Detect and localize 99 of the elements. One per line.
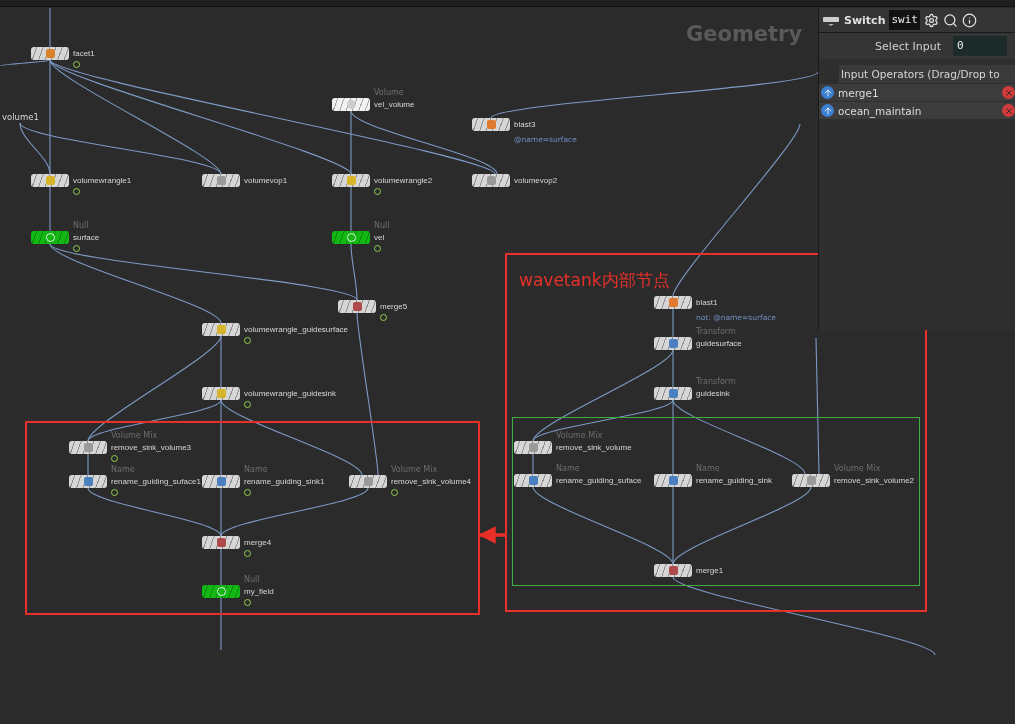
network-node xyxy=(654,327,742,350)
node-name: volumevop2 xyxy=(514,175,558,187)
node-name: volumevop1 xyxy=(244,175,288,187)
wire xyxy=(19,122,51,175)
wire xyxy=(87,487,222,537)
node-name: vel_volume xyxy=(374,99,415,111)
node-name: volumewrangle_guidesink xyxy=(244,388,337,400)
wire xyxy=(49,243,358,301)
wire xyxy=(672,349,674,388)
wire xyxy=(220,548,222,586)
node-name: blast1 xyxy=(696,297,719,309)
node-name: facet1 xyxy=(73,48,95,60)
node-type-title: Switch xyxy=(844,13,886,27)
node-name: remove_sink_volume3 xyxy=(111,442,192,454)
wire xyxy=(87,335,222,442)
wire xyxy=(532,453,534,475)
node-name: remove_sink_volume4 xyxy=(391,476,472,488)
wire xyxy=(532,349,674,442)
wire xyxy=(532,486,674,565)
network-node xyxy=(514,464,642,487)
input-name: ocean_maintain xyxy=(838,104,923,117)
wire xyxy=(49,7,51,48)
node-type-label: Volume Mix xyxy=(556,431,604,441)
node-name-field: swit xyxy=(889,10,920,30)
node-name: merge1 xyxy=(696,565,724,577)
wire xyxy=(672,576,936,656)
node-type-label: Name xyxy=(111,465,136,475)
group-frame xyxy=(512,417,920,586)
node-name: rename_guiding_suface1 xyxy=(111,476,201,488)
node-name: merge4 xyxy=(244,537,272,549)
table-header: Input Operators (Drag/Drop to xyxy=(839,65,1015,83)
node-name: rename_guiding_sink1 xyxy=(244,476,325,488)
wire xyxy=(19,122,222,175)
network-node xyxy=(654,464,773,487)
wire xyxy=(350,110,352,175)
node-name: guidesink xyxy=(696,388,731,400)
wire xyxy=(672,308,674,338)
wire xyxy=(672,123,801,297)
input-name: merge1 xyxy=(838,86,880,99)
network-node xyxy=(654,377,736,400)
wire xyxy=(87,453,89,476)
node-name: rename_guiding_suface xyxy=(556,475,642,487)
wire xyxy=(220,487,369,537)
node-name: guidesurface xyxy=(696,338,742,350)
wire xyxy=(49,186,51,232)
node-name: surface xyxy=(73,232,100,244)
wire xyxy=(350,110,498,175)
wire xyxy=(220,399,222,476)
node-type-label: Volume Mix xyxy=(111,431,159,441)
wire xyxy=(220,487,222,537)
arrow xyxy=(478,526,505,544)
node-name: volumewrangle_guidesurface xyxy=(244,324,349,336)
node-type-label: Transform xyxy=(696,377,736,387)
number-field: 0 xyxy=(953,36,1007,56)
wire xyxy=(350,243,358,301)
node-name: volume1 xyxy=(2,111,39,123)
wire xyxy=(532,399,674,442)
wire xyxy=(672,486,674,565)
node-name: merge5 xyxy=(380,301,408,313)
wire xyxy=(672,399,674,475)
wire xyxy=(49,59,51,175)
node-type-label: Null xyxy=(374,221,390,231)
wire xyxy=(87,399,222,442)
node-name: remove_sink_volume xyxy=(556,442,632,454)
node-type-label: Volume Mix xyxy=(391,465,439,475)
wire xyxy=(815,337,820,475)
frame-title: wavetank内部节点 xyxy=(519,269,670,291)
node-type-label: Transform xyxy=(696,327,737,337)
node-type-label: Volume Mix xyxy=(834,464,882,474)
wire xyxy=(49,243,222,324)
network-node xyxy=(332,88,415,111)
node-type-label: Volume xyxy=(374,88,405,98)
wire xyxy=(672,486,812,565)
parameter-label: Select Input xyxy=(875,39,941,53)
node-name: my_field xyxy=(244,586,274,598)
wire xyxy=(220,597,222,651)
node-name: blast3 xyxy=(514,119,537,131)
wire xyxy=(350,186,352,232)
node-type-label: Name xyxy=(556,464,581,474)
wire xyxy=(0,59,51,67)
wire xyxy=(490,71,819,119)
wire xyxy=(356,312,379,476)
wire xyxy=(49,59,222,175)
network-node xyxy=(514,431,632,454)
wire xyxy=(220,335,222,388)
node-name: volumewrangle2 xyxy=(374,175,433,187)
node-name: rename_guiding_sink xyxy=(696,475,773,487)
node-name: vel xyxy=(374,232,386,244)
network-node xyxy=(792,464,915,487)
node-type-label: Null xyxy=(73,221,90,231)
wire xyxy=(220,399,363,476)
node-type-label: Null xyxy=(244,575,261,585)
node-name: remove_sink_volume2 xyxy=(834,475,915,487)
group-frame xyxy=(25,421,480,615)
node-type-label: Name xyxy=(244,465,269,475)
node-name: volumewrangle1 xyxy=(73,175,132,187)
wire xyxy=(49,59,496,175)
wire xyxy=(672,399,806,475)
node-type-label: Name xyxy=(696,464,721,474)
